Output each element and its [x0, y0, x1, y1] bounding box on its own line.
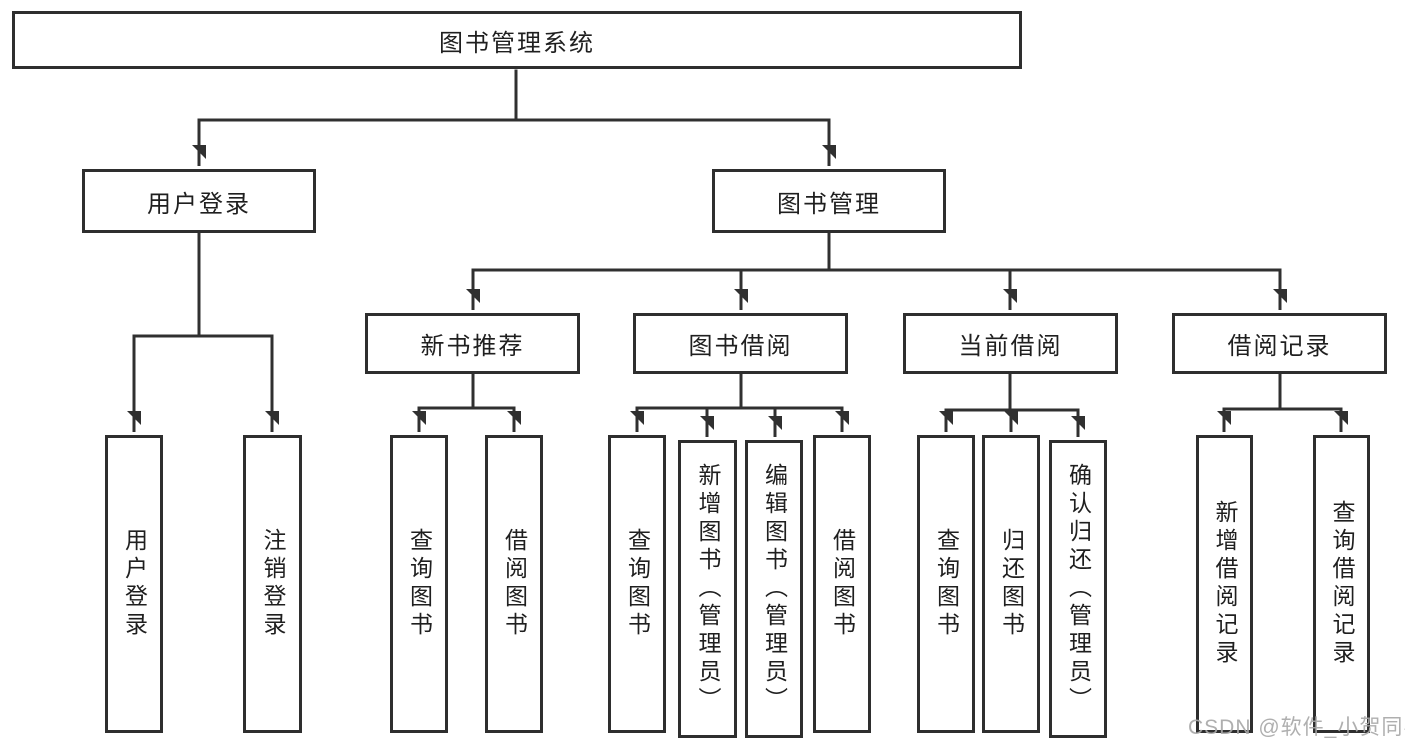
node-book-management-label: 图书管理 [777, 190, 881, 218]
leaf-nb-query-books-label: 查询图书 [406, 528, 433, 640]
leaf-bb-borrow-books-label: 借阅图书 [829, 528, 856, 640]
node-borrow-records: 借阅记录 [1172, 313, 1387, 374]
node-book-management: 图书管理 [712, 169, 946, 233]
leaf-nb-borrow-books-label: 借阅图书 [501, 528, 528, 640]
leaf-bb-query-books-label: 查询图书 [624, 528, 651, 640]
leaf-bb-borrow-books: 借阅图书 [813, 435, 871, 733]
leaf-bb-add-books-admin-label: 新增图书（管理员） [695, 463, 721, 715]
leaf-cb-query-books-label: 查询图书 [933, 528, 960, 640]
leaf-cb-return-books-label: 归还图书 [998, 528, 1025, 640]
leaf-cb-confirm-return-admin: 确认归还（管理员） [1049, 440, 1107, 738]
node-current-borrow-label: 当前借阅 [958, 333, 1063, 360]
leaf-bb-add-books-admin: 新增图书（管理员） [678, 440, 737, 738]
node-book-borrow-label: 图书借阅 [688, 333, 793, 360]
leaf-br-query-record: 查询借阅记录 [1313, 435, 1370, 733]
leaf-br-add-record-label: 新增借阅记录 [1212, 500, 1238, 668]
node-new-book-recommend: 新书推荐 [365, 313, 580, 374]
node-borrow-records-label: 借阅记录 [1227, 333, 1332, 360]
leaf-cb-return-books: 归还图书 [982, 435, 1040, 733]
leaf-logout: 注销登录 [243, 435, 302, 733]
leaf-user-login-label: 用户登录 [121, 528, 148, 640]
leaf-logout-label: 注销登录 [260, 528, 286, 640]
node-new-book-recommend-label: 新书推荐 [420, 333, 525, 360]
leaf-br-add-record: 新增借阅记录 [1196, 435, 1253, 733]
leaf-user-login: 用户登录 [105, 435, 163, 733]
leaf-nb-query-books: 查询图书 [390, 435, 448, 733]
leaf-cb-query-books: 查询图书 [917, 435, 975, 733]
node-user-login: 用户登录 [82, 169, 316, 233]
node-current-borrow: 当前借阅 [903, 313, 1118, 374]
leaf-cb-confirm-return-admin-label: 确认归还（管理员） [1065, 463, 1092, 715]
leaf-nb-borrow-books: 借阅图书 [485, 435, 543, 733]
node-book-borrow: 图书借阅 [633, 313, 848, 374]
node-user-login-label: 用户登录 [147, 190, 251, 218]
leaf-bb-edit-books-admin: 编辑图书（管理员） [745, 440, 803, 738]
node-root: 图书管理系统 [12, 11, 1022, 69]
node-root-label: 图书管理系统 [439, 29, 595, 57]
leaf-br-query-record-label: 查询借阅记录 [1329, 500, 1355, 668]
csdn-watermark: CSDN @软件_小贺同学 [1188, 716, 1405, 739]
leaf-bb-edit-books-admin-label: 编辑图书（管理员） [761, 463, 788, 715]
leaf-bb-query-books: 查询图书 [608, 435, 666, 733]
